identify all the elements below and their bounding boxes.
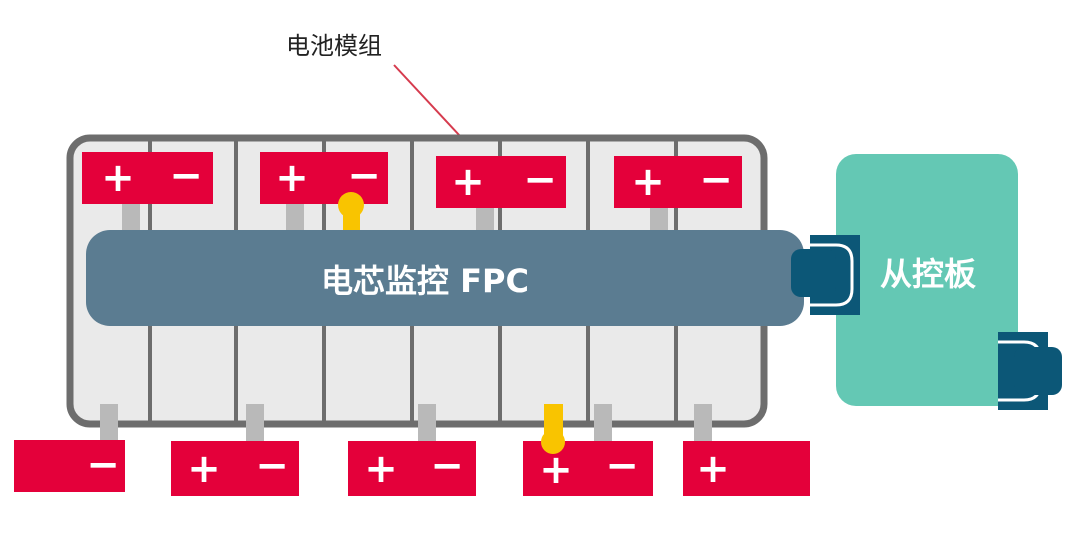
minus-icon: −	[605, 443, 639, 489]
minus-icon: −	[86, 442, 120, 488]
plus-icon: +	[101, 155, 135, 201]
minus-icon: −	[430, 443, 464, 489]
temperature-sensor-icon	[541, 404, 565, 454]
busbar-tab	[246, 404, 264, 448]
slave-board-label: 从控板	[880, 255, 976, 293]
terminal-block	[171, 441, 299, 496]
terminal-block	[14, 440, 125, 492]
busbar-tab	[594, 404, 612, 448]
terminal-block	[260, 152, 388, 204]
minus-icon: −	[169, 153, 203, 199]
plus-icon: +	[275, 155, 309, 201]
module-label: 电池模组	[286, 32, 382, 60]
module-leader-line	[393, 64, 461, 137]
board-connector-icon	[998, 332, 1062, 410]
top-terminals: + − + − + − + −	[82, 152, 742, 208]
fpc-connector-icon	[791, 235, 860, 315]
bottom-busbar-tabs	[100, 404, 712, 448]
minus-icon: −	[347, 153, 381, 199]
minus-icon: −	[523, 157, 557, 203]
busbar-tab	[694, 404, 712, 448]
terminal-block	[614, 156, 742, 208]
busbar-tab	[100, 404, 118, 448]
plus-icon: +	[187, 446, 221, 492]
terminal-block	[82, 152, 213, 204]
plus-icon: +	[631, 159, 665, 205]
plus-icon: +	[451, 159, 485, 205]
plus-icon: +	[539, 447, 573, 493]
bottom-terminals: − + − + − + − +	[14, 440, 810, 496]
terminal-block	[436, 156, 566, 208]
fpc-band	[86, 230, 804, 326]
plus-icon: +	[364, 446, 398, 492]
minus-icon: −	[699, 157, 733, 203]
slave-board	[836, 154, 1018, 406]
busbar-tab	[418, 404, 436, 448]
fpc-label: 电芯监控 FPC	[321, 262, 529, 300]
plus-icon: +	[696, 446, 730, 492]
terminal-block	[683, 441, 810, 496]
minus-icon: −	[255, 443, 289, 489]
terminal-block	[348, 441, 476, 496]
